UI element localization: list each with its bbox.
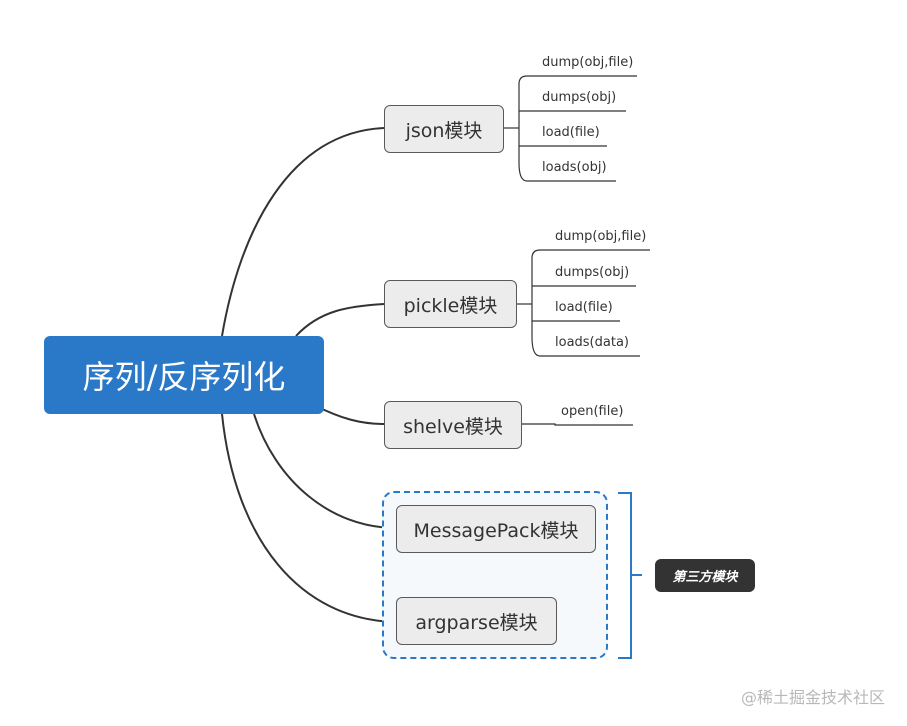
pickle-func-load[interactable]: load(file) xyxy=(555,300,613,315)
module-node-pickle[interactable]: pickle模块 xyxy=(384,280,517,328)
shelve-func-open[interactable]: open(file) xyxy=(561,404,624,419)
root-node[interactable]: 序列/反序列化 xyxy=(44,336,324,414)
module-node-shelve[interactable]: shelve模块 xyxy=(384,401,522,449)
connector-json xyxy=(221,127,385,337)
json-func-dumps[interactable]: dumps(obj) xyxy=(542,90,617,105)
pickle-func-loads[interactable]: loads(data) xyxy=(555,335,629,350)
connector-pickle xyxy=(295,303,385,337)
module-node-argparse[interactable]: argparse模块 xyxy=(396,597,557,645)
connector-argparse xyxy=(221,413,397,623)
json-func-dump[interactable]: dump(obj,file) xyxy=(542,55,634,70)
connector-messagepack xyxy=(253,413,397,529)
watermark: @稀土掘金技术社区 xyxy=(740,688,885,707)
pickle-func-dumps[interactable]: dumps(obj) xyxy=(555,265,630,280)
json-func-loads[interactable]: loads(obj) xyxy=(542,160,607,175)
connector-shelve xyxy=(315,405,385,425)
module-node-json[interactable]: json模块 xyxy=(384,105,504,153)
module-node-messagepack[interactable]: MessagePack模块 xyxy=(396,505,596,553)
third-party-bracket xyxy=(618,492,632,659)
pickle-func-dump[interactable]: dump(obj,file) xyxy=(555,229,647,244)
third-party-tag[interactable]: 第三方模块 xyxy=(655,559,755,592)
json-func-load[interactable]: load(file) xyxy=(542,125,600,140)
